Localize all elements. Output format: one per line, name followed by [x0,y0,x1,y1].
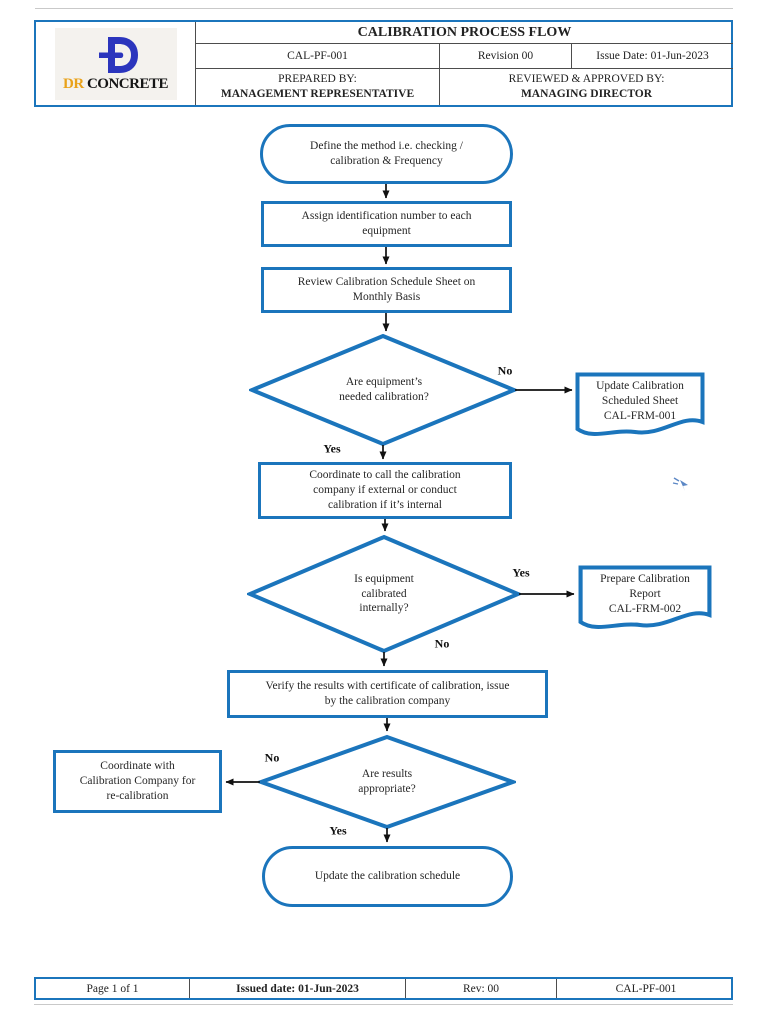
brand-concrete-text: CONCRETE [86,76,169,92]
footer-revision: Rev: 00 [406,979,557,998]
footer-doc-code: CAL-PF-001 [615,982,677,995]
yes-label: Yes [512,565,530,580]
no-label: No [434,636,450,651]
prepared-by-cell: PREPARED BY: MANAGEMENT REPRESENTATIVE [196,69,440,105]
prepared-by-value: MANAGEMENT REPRESENTATIVE [220,88,415,100]
footer-page-number: Page 1 of 1 [36,979,190,998]
dr-concrete-logo: DR CONCRETE [54,27,177,100]
prepare-report-document: Prepare Calibration Report CAL-FRM-002 [600,573,690,615]
end-node: Update the calibration schedule [262,846,513,907]
no-label: No [497,363,513,378]
verify-results-step: Verify the results with certificate of c… [227,670,548,718]
recalibration-step: Coordinate with Calibration Company for … [53,750,222,813]
d-monogram-icon [98,37,138,73]
top-rule [35,8,733,9]
approved-by-label: REVIEWED & APPROVED BY: [508,73,665,86]
footer-issued-date: Issued date: 01-Jun-2023 [190,979,406,998]
brand-name: DR CONCRETE [63,77,168,92]
brand-dr-text: DR [63,76,84,92]
update-sheet-document-shape [575,372,705,436]
review-schedule-step: Review Calibration Schedule Sheet on Mon… [261,267,512,313]
prepared-by-label: PREPARED BY: [278,73,357,86]
internal-calibration-decision-shape [247,534,521,654]
coordinate-call-step: Coordinate to call the calibration compa… [258,462,512,519]
header-issue-date: Issue Date: 01-Jun-2023 [572,44,733,69]
calibration-needed-decision: Are equipment’s needed calibration? [339,376,429,403]
yes-label: Yes [323,441,341,456]
approved-by-value: MANAGING DIRECTOR [520,88,653,100]
calibration-needed-decision-shape [249,333,517,447]
no-label: No [264,750,280,765]
logo-cell: DR CONCRETE [36,22,196,105]
footer-table: Page 1 of 1 Issued date: 01-Jun-2023 Rev… [34,977,733,1000]
header-doc-code: CAL-PF-001 [196,44,440,69]
start-node: Define the method i.e. checking / calibr… [260,124,513,184]
results-appropriate-decision-shape [258,734,516,830]
prepare-report-document-shape [578,565,712,629]
update-sheet-document: Update Calibration Scheduled Sheet CAL-F… [596,380,684,422]
bottom-rule [34,1004,733,1005]
results-appropriate-decision: Are results appropriate? [358,768,416,795]
header-revision: Revision 00 [440,44,572,69]
internal-calibration-decision: Is equipment calibrated internally? [354,572,414,615]
header-table: DR CONCRETE CALIBRATION PROCESS FLOW CAL… [34,20,733,107]
yes-label: Yes [329,823,347,838]
assign-id-step: Assign identification number to each equ… [261,201,512,247]
page-title: CALIBRATION PROCESS FLOW [196,22,733,44]
cursor-icon [672,477,688,491]
approved-by-cell: REVIEWED & APPROVED BY: MANAGING DIRECTO… [440,69,733,105]
